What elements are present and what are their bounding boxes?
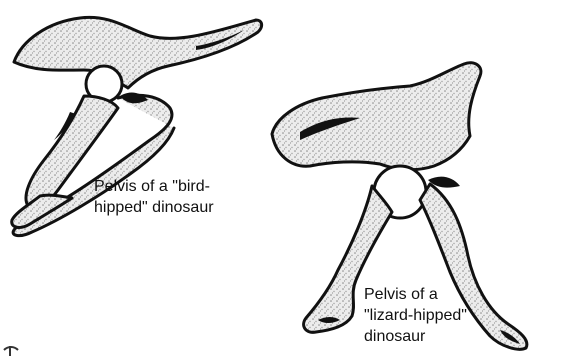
corner-mark <box>4 346 18 356</box>
label-lizard-hipped: Pelvis of a "lizard-hipped" dinosaur <box>364 284 467 347</box>
lizard-ilium <box>272 63 481 170</box>
label-lizard-hipped-line2: "lizard-hipped" <box>364 305 467 326</box>
bird-ilium <box>14 17 262 88</box>
label-bird-hipped: Pelvis of a "bird- hipped" dinosaur <box>94 176 214 218</box>
label-bird-hipped-line1: Pelvis of a "bird- <box>94 176 214 197</box>
label-bird-hipped-line2: hipped" dinosaur <box>94 197 214 218</box>
label-lizard-hipped-line1: Pelvis of a <box>364 284 467 305</box>
label-lizard-hipped-line3: dinosaur <box>364 326 467 347</box>
